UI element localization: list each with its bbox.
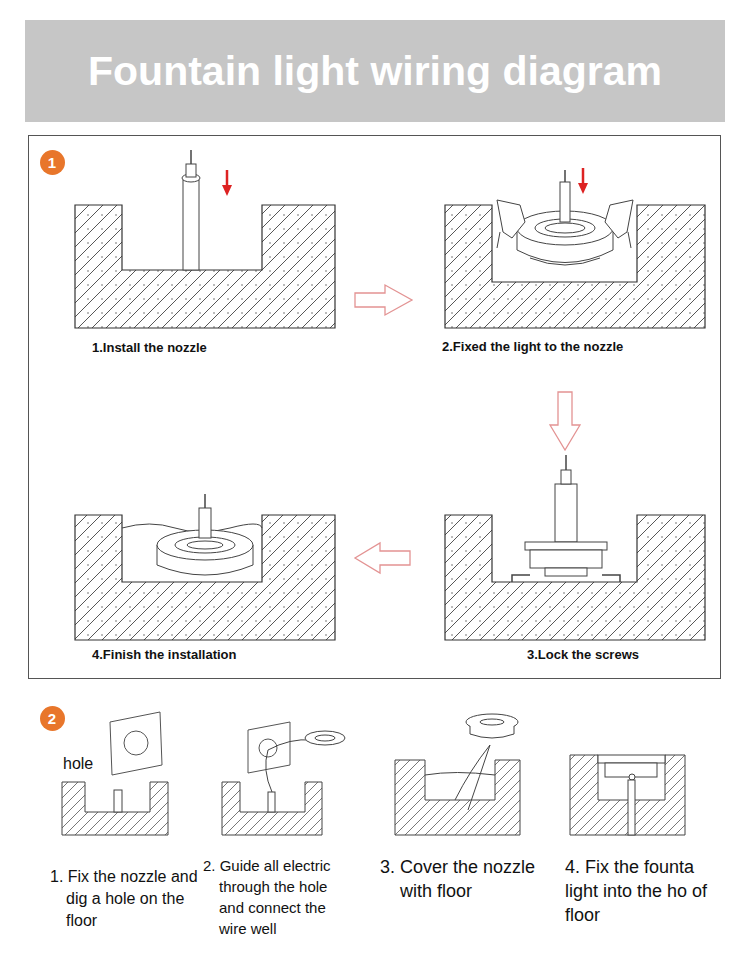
step-caption: 4. Fix the founta light into the ho of f… bbox=[565, 855, 730, 927]
step-caption: 4.Finish the installation bbox=[92, 647, 322, 663]
part-label: hole bbox=[63, 755, 113, 773]
step-caption: 1. Fix the nozzle and dig a hole on the … bbox=[50, 866, 200, 932]
title-band: Fountain light wiring diagram bbox=[25, 20, 725, 122]
step-number: 2 bbox=[48, 711, 56, 726]
step-number: 1 bbox=[48, 155, 56, 170]
diagram-title: Fountain light wiring diagram bbox=[88, 48, 662, 95]
step-caption: 3.Lock the screws bbox=[527, 647, 707, 663]
step-caption: 2.Fixed the light to the nozzle bbox=[442, 339, 712, 355]
step-caption: 3. Cover the nozzle with floor bbox=[380, 855, 565, 903]
step-number-circle: 2 bbox=[40, 706, 65, 731]
step-caption: 1.Install the nozzle bbox=[92, 340, 312, 356]
step-caption: 2. Guide all electric through the hole a… bbox=[203, 855, 353, 939]
step-number-circle: 1 bbox=[40, 150, 65, 175]
